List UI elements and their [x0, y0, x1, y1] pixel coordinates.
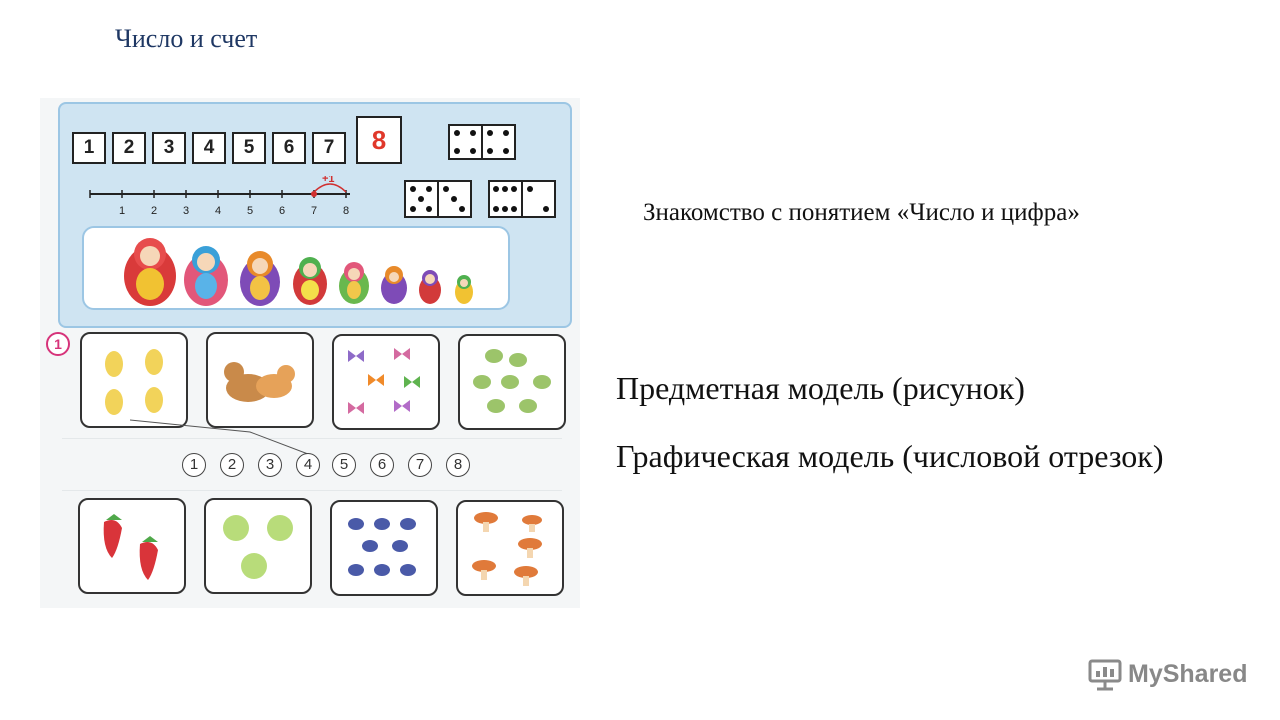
slide-title: Число и счет — [115, 24, 258, 53]
domino-half — [406, 182, 437, 216]
watermark-text: MyShared — [1128, 659, 1248, 688]
slide-subtitle: Знакомство с понятием «Число и цифра» — [643, 199, 1080, 226]
matryoshka-icon — [124, 238, 176, 306]
picture-card-kittens — [206, 332, 314, 428]
jump-start-dot — [311, 191, 317, 197]
faded-line — [62, 438, 562, 439]
apples-icon — [223, 515, 293, 579]
point-object-model: Предметная модель (рисунок) — [616, 370, 1025, 406]
domino — [448, 124, 516, 160]
mushrooms-icon — [472, 512, 542, 586]
picture-card-butterflies — [332, 334, 440, 430]
picture-card-pears — [80, 332, 188, 428]
tick-label: 2 — [151, 205, 157, 217]
jump-arc — [313, 183, 347, 193]
tick-label: 4 — [215, 205, 221, 217]
tick-label: 1 — [119, 205, 125, 217]
plums-icon — [348, 518, 416, 576]
matryoshka-icon — [240, 251, 280, 306]
matryoshka-icon — [381, 266, 407, 304]
jump-label: +1 — [322, 176, 335, 185]
presentation-board-icon — [1088, 659, 1122, 691]
number-card: 7 — [312, 132, 346, 164]
matryoshka-icon — [184, 246, 228, 306]
butterflies-icon — [348, 348, 420, 414]
circled-number: 1 — [182, 453, 206, 477]
number-line: +1 1 2 3 4 5 6 7 8 — [89, 176, 350, 217]
tick-label: 6 — [279, 205, 285, 217]
domino-half — [521, 182, 554, 216]
matryoshka-icon — [339, 262, 369, 304]
number-card: 3 — [152, 132, 186, 164]
domino-half — [437, 182, 470, 216]
textbook-page: 1 2 3 4 5 6 7 8 — [40, 98, 580, 608]
faded-heading — [138, 112, 142, 126]
number-card: 2 — [112, 132, 146, 164]
number-card: 4 — [192, 132, 226, 164]
circled-number: 7 — [408, 453, 432, 477]
domino — [488, 180, 556, 218]
tick-label: 3 — [183, 205, 189, 217]
matryoshka-icon — [293, 257, 327, 305]
exercise-number-badge: 1 — [46, 332, 70, 356]
picture-card-apples — [204, 498, 312, 594]
domino-half — [490, 182, 521, 216]
tick-label: 7 — [311, 205, 317, 217]
nesting-dolls-strip — [82, 226, 510, 310]
strawberries-icon — [103, 514, 158, 580]
tick-label: 5 — [247, 205, 253, 217]
circled-number: 2 — [220, 453, 244, 477]
circled-number: 6 — [370, 453, 394, 477]
nesting-dolls-illustration — [124, 238, 473, 306]
highlight-number-card: 8 — [356, 116, 402, 164]
faded-line — [62, 490, 562, 491]
matryoshka-icon — [455, 275, 473, 304]
point-graphic-model: Графическая модель (числовой отрезок) — [616, 438, 1164, 474]
picture-card-strawberries — [78, 498, 186, 594]
domino — [404, 180, 472, 218]
number-card: 5 — [232, 132, 266, 164]
number-card: 1 — [72, 132, 106, 164]
watermark-logo: MyShared — [1088, 657, 1247, 691]
circled-number: 5 — [332, 453, 356, 477]
pears-icon — [105, 349, 163, 415]
picture-card-plums — [330, 500, 438, 596]
kittens-icon — [224, 362, 295, 402]
domino-half — [450, 126, 481, 158]
circled-number: 8 — [446, 453, 470, 477]
tick-label: 8 — [343, 205, 349, 217]
connector-line — [130, 419, 309, 455]
domino-half — [481, 126, 514, 158]
number-card: 6 — [272, 132, 306, 164]
matryoshka-icon — [419, 270, 441, 304]
picture-card-leaves — [458, 334, 566, 430]
leaves-icon — [473, 349, 551, 413]
circled-number: 4 — [296, 453, 320, 477]
picture-card-mushrooms — [456, 500, 564, 596]
circled-number: 3 — [258, 453, 282, 477]
